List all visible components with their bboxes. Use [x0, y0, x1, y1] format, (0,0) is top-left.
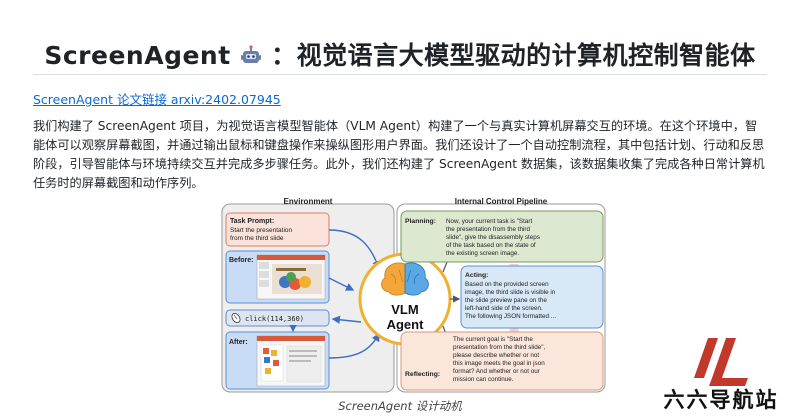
- planning-line-0: Now, your current task is "Start: [446, 218, 532, 225]
- acting-line-0: Based on the provided screen: [465, 281, 549, 288]
- after-label: After:: [229, 339, 248, 346]
- design-diagram: Environment Internal Control Pipeline Ta…: [221, 197, 606, 395]
- arrow-agent-to-action: [331, 315, 362, 324]
- reflecting-line-5: mission can continue.: [453, 376, 514, 383]
- planning-line-1: the presentation from the third: [446, 226, 531, 233]
- planning-line-3: of the task based on the state of: [446, 242, 536, 249]
- acting-line-3: left-hand side of the screen.: [465, 305, 543, 312]
- title-divider: [33, 74, 767, 75]
- agent-label: Agent: [387, 317, 425, 332]
- title-text: ScreenAgent: [44, 41, 231, 70]
- reflecting-line-4: format? And whether or not our: [453, 368, 540, 375]
- figure-caption: ScreenAgent 设计动机: [338, 399, 462, 413]
- watermark-logo-icon: [694, 338, 748, 386]
- task-prompt-line2: from the third slide: [230, 235, 284, 242]
- brain-icon: [381, 262, 429, 296]
- reflecting-box: [400, 331, 604, 391]
- planning-line-4: the existing screen image.: [446, 250, 519, 257]
- acting-box: [460, 265, 604, 329]
- planning-label: Planning:: [405, 218, 436, 225]
- arrow-before-to-agent: [328, 277, 355, 291]
- watermark-text: 六六导航站: [663, 388, 779, 412]
- arrow-after-to-agent: [328, 332, 380, 359]
- reflecting-line-1: presentation from the third slide",: [453, 344, 545, 351]
- acting-label: Acting:: [465, 272, 488, 279]
- task-prompt-line1: Start the presentation: [230, 227, 293, 234]
- vlm-label: VLM: [391, 302, 418, 317]
- acting-line-4: The following JSON formatted ...: [465, 313, 556, 320]
- page-title: ScreenAgent ：视觉语言大模型驱动的计算机控制智能体: [0, 36, 800, 73]
- mouse-icon: [231, 313, 241, 323]
- reflecting-line-2: please describe whether or not: [453, 352, 539, 359]
- title-suffix: ：视觉语言大模型驱动的计算机控制智能体: [271, 41, 756, 70]
- reflecting-line-3: this image meets the goal in json: [453, 360, 545, 367]
- site-watermark: 六六导航站: [656, 334, 786, 414]
- planning-box: [400, 210, 604, 263]
- before-screenshot: [256, 254, 326, 300]
- pipeline-title: Internal Control Pipeline: [455, 198, 548, 206]
- action-box: [225, 309, 330, 327]
- action-code: click(114,360): [245, 315, 304, 323]
- robot-icon: [240, 44, 262, 73]
- after-screenshot: [256, 335, 326, 387]
- environment-title: Environment: [284, 198, 333, 206]
- reflecting-line-0: The current goal is "Start the: [453, 336, 533, 343]
- reflecting-label: Reflecting:: [405, 371, 440, 378]
- acting-line-2: the slide preview pane on the: [465, 297, 547, 304]
- before-label: Before:: [229, 257, 254, 264]
- planning-line-2: slide", give the disassembly steps: [446, 234, 540, 241]
- paper-link[interactable]: ScreenAgent 论文链接 arxiv:2402.07945: [33, 92, 281, 107]
- task-prompt-label: Task Prompt:: [230, 218, 274, 225]
- acting-line-1: image, the third slide is visible in: [465, 289, 556, 296]
- description-paragraph: 我们构建了 ScreenAgent 项目，为视觉语言模型智能体（VLM Agen…: [33, 119, 765, 190]
